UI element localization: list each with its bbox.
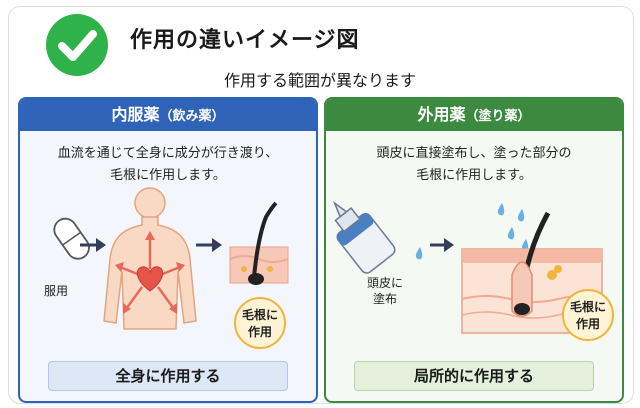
external-illustration: [332, 201, 603, 334]
internal-description: 血流を通じて全身に成分が行き渡り、 毛根に作用します。: [20, 143, 316, 187]
heart-icon: [136, 266, 164, 292]
internal-badge-line1: 毛根に: [241, 308, 278, 322]
internal-panel-heading: 内服薬（飲み薬）: [20, 99, 316, 131]
external-summary-label: 局所的に作用する: [354, 361, 594, 391]
arrow-right-icon: [430, 238, 454, 252]
internal-follicle-badge: 毛根に 作用: [234, 297, 286, 349]
internal-heading-main: 内服薬: [111, 105, 160, 124]
dropper-bottle-icon: [332, 201, 396, 274]
pill-icon: [53, 217, 90, 260]
internal-desc-line1: 血流を通じて全身に成分が行き渡り、: [57, 146, 279, 161]
pill-label: 服用: [43, 284, 68, 298]
internal-desc-line2: 毛根に作用します。: [110, 168, 226, 183]
external-desc-line2: 毛根に作用します。: [416, 168, 532, 183]
arrow-right-icon: [80, 238, 106, 252]
bloodflow-arrows: [115, 231, 185, 314]
internal-illustration: [53, 187, 289, 330]
internal-heading-sub: （飲み薬）: [159, 109, 225, 124]
water-drop-icon: [497, 203, 529, 252]
internal-badge-line2: 作用: [247, 325, 272, 339]
hair-follicle-icon: [229, 201, 289, 285]
external-heading-sub: （塗り薬）: [465, 109, 531, 124]
external-follicle-badge: 毛根に 作用: [562, 289, 614, 341]
water-drop-icon: [415, 247, 423, 260]
external-badge-line1: 毛根に: [569, 300, 606, 314]
apply-label: 頭皮に 塗布: [360, 275, 410, 307]
external-panel-heading: 外用薬（塗り薬）: [326, 99, 622, 131]
external-badge-line2: 作用: [575, 317, 600, 331]
arrow-right-icon: [196, 238, 222, 252]
external-heading-main: 外用薬: [417, 105, 466, 124]
internal-medicine-panel: 内服薬（飲み薬） 血流を通じて全身に成分が行き渡り、 毛根に作用します。: [18, 97, 318, 403]
external-description: 頭皮に直接塗布し、塗った部分の 毛根に作用します。: [326, 143, 622, 187]
page-subtitle: 作用する範囲が異なります: [223, 71, 416, 90]
external-medicine-panel: 外用薬（塗り薬） 頭皮に直接塗布し、塗った部分の 毛根に作用します。: [324, 97, 624, 403]
external-desc-line1: 頭皮に直接塗布し、塗った部分の: [376, 146, 572, 161]
page-title: 作用の違いイメージ図: [130, 28, 360, 53]
apply-line2: 塗布: [372, 292, 397, 306]
hair-follicle-icon: [511, 211, 562, 317]
apply-line1: 頭皮に: [366, 276, 403, 290]
internal-summary-label: 全身に作用する: [48, 361, 288, 391]
checkmark-icon: [46, 14, 108, 76]
